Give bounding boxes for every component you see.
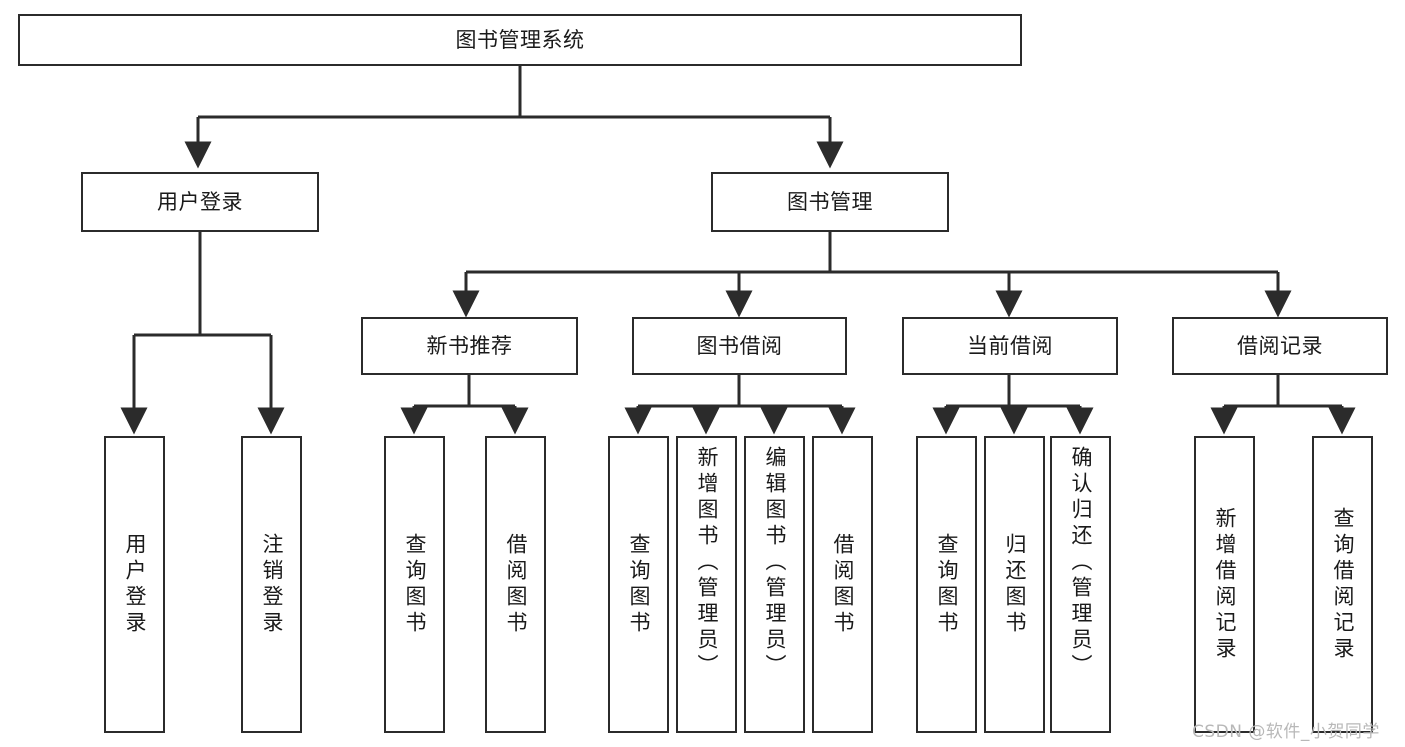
leaf-node-user-logout[interactable]: 注销登录 xyxy=(241,436,302,733)
node-label: 借阅记录 xyxy=(1237,333,1323,358)
node-book-management[interactable]: 图书管理 xyxy=(711,172,949,232)
node-label: 注销登录 xyxy=(260,532,284,637)
node-label: 图书管理系统 xyxy=(455,27,585,52)
leaf-node-query-book-recommend[interactable]: 查询图书 xyxy=(384,436,445,733)
node-user-login[interactable]: 用户登录 xyxy=(81,172,319,232)
node-label: 新增图书（管理员） xyxy=(695,446,719,680)
node-label: 用户登录 xyxy=(157,189,243,214)
leaf-node-query-borrow-record[interactable]: 查询借阅记录 xyxy=(1312,436,1373,733)
node-label: 图书借阅 xyxy=(696,333,783,358)
leaf-node-edit-book-admin[interactable]: 编辑图书（管理员） xyxy=(744,436,805,733)
leaf-node-query-book-current[interactable]: 查询图书 xyxy=(916,436,977,733)
node-label: 查询借阅记录 xyxy=(1331,506,1355,663)
leaf-node-add-borrow-record[interactable]: 新增借阅记录 xyxy=(1194,436,1255,733)
leaf-node-user-login[interactable]: 用户登录 xyxy=(104,436,165,733)
node-borrow-record[interactable]: 借阅记录 xyxy=(1172,317,1388,375)
node-label: 新增借阅记录 xyxy=(1213,506,1237,663)
leaf-node-borrow-book-recommend[interactable]: 借阅图书 xyxy=(485,436,546,733)
node-label: 借阅图书 xyxy=(504,532,528,637)
leaf-node-borrow-book[interactable]: 借阅图书 xyxy=(812,436,873,733)
node-label: 编辑图书（管理员） xyxy=(763,446,787,680)
node-label: 借阅图书 xyxy=(831,532,855,637)
node-label: 当前借阅 xyxy=(967,333,1053,358)
node-label: 归还图书 xyxy=(1003,532,1027,637)
node-root-book-management-system[interactable]: 图书管理系统 xyxy=(18,14,1022,66)
leaf-node-query-book-borrow[interactable]: 查询图书 xyxy=(608,436,669,733)
node-label: 查询图书 xyxy=(627,532,651,637)
node-new-book-recommend[interactable]: 新书推荐 xyxy=(361,317,578,375)
node-label: 确认归还（管理员） xyxy=(1069,446,1093,680)
leaf-node-return-book[interactable]: 归还图书 xyxy=(984,436,1045,733)
node-label: 图书管理 xyxy=(787,189,873,214)
node-book-borrow[interactable]: 图书借阅 xyxy=(632,317,847,375)
leaf-node-confirm-return-admin[interactable]: 确认归还（管理员） xyxy=(1050,436,1111,733)
node-label: 查询图书 xyxy=(403,532,427,637)
node-label: 用户登录 xyxy=(123,532,147,637)
node-label: 查询图书 xyxy=(935,532,959,637)
node-label: 新书推荐 xyxy=(426,333,513,358)
leaf-node-add-book-admin[interactable]: 新增图书（管理员） xyxy=(676,436,737,733)
node-current-borrow[interactable]: 当前借阅 xyxy=(902,317,1118,375)
